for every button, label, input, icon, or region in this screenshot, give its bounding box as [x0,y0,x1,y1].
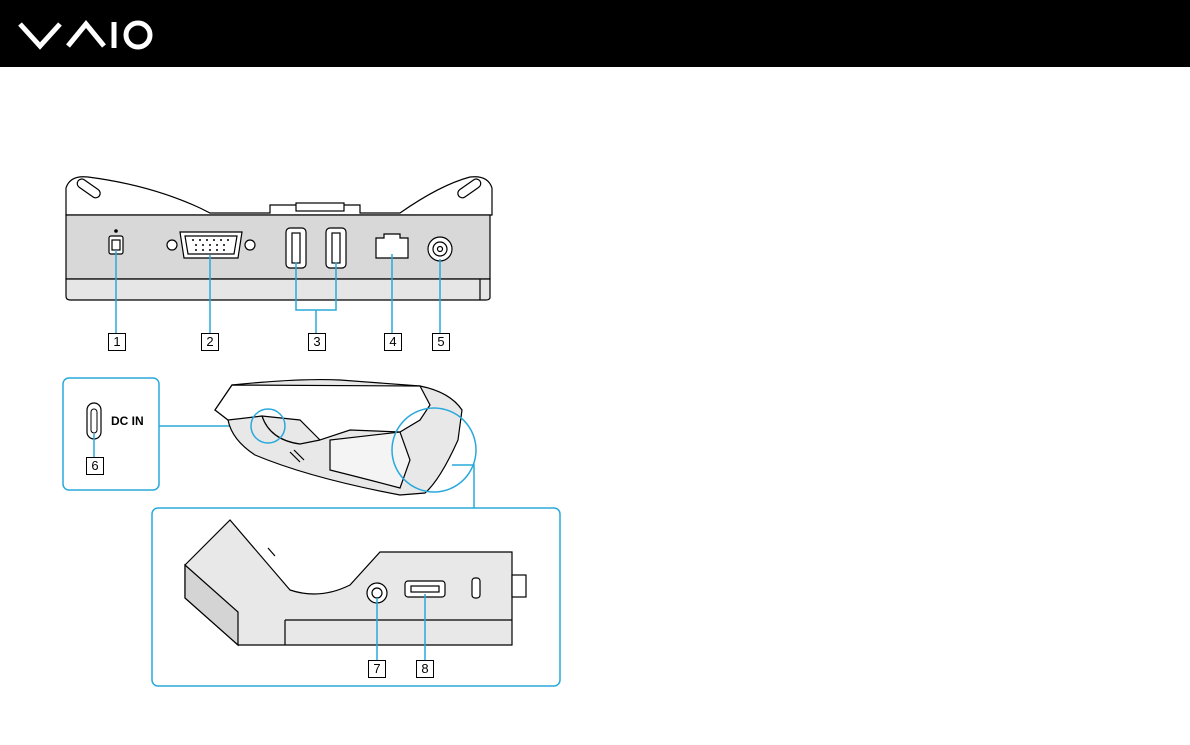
header-bar [0,0,1190,67]
callout-3: 3 [308,333,326,351]
callout-2: 2 [201,333,219,351]
callout-4: 4 [384,333,402,351]
dc-in-detail-frame [63,378,159,490]
side-view [185,520,526,645]
docking-station-illustration [0,67,600,740]
callout-6: 6 [86,457,104,475]
callout-1: 1 [108,333,126,351]
dc-in-label: DC IN [111,414,144,428]
callout-8: 8 [416,660,434,678]
perspective-view [215,380,462,495]
docking-station-figure: 1 2 3 4 5 6 7 8 DC IN [0,67,600,740]
back-view [66,177,492,300]
vaio-logo [16,14,156,54]
callout-5: 5 [432,333,450,351]
callout-7: 7 [368,660,386,678]
